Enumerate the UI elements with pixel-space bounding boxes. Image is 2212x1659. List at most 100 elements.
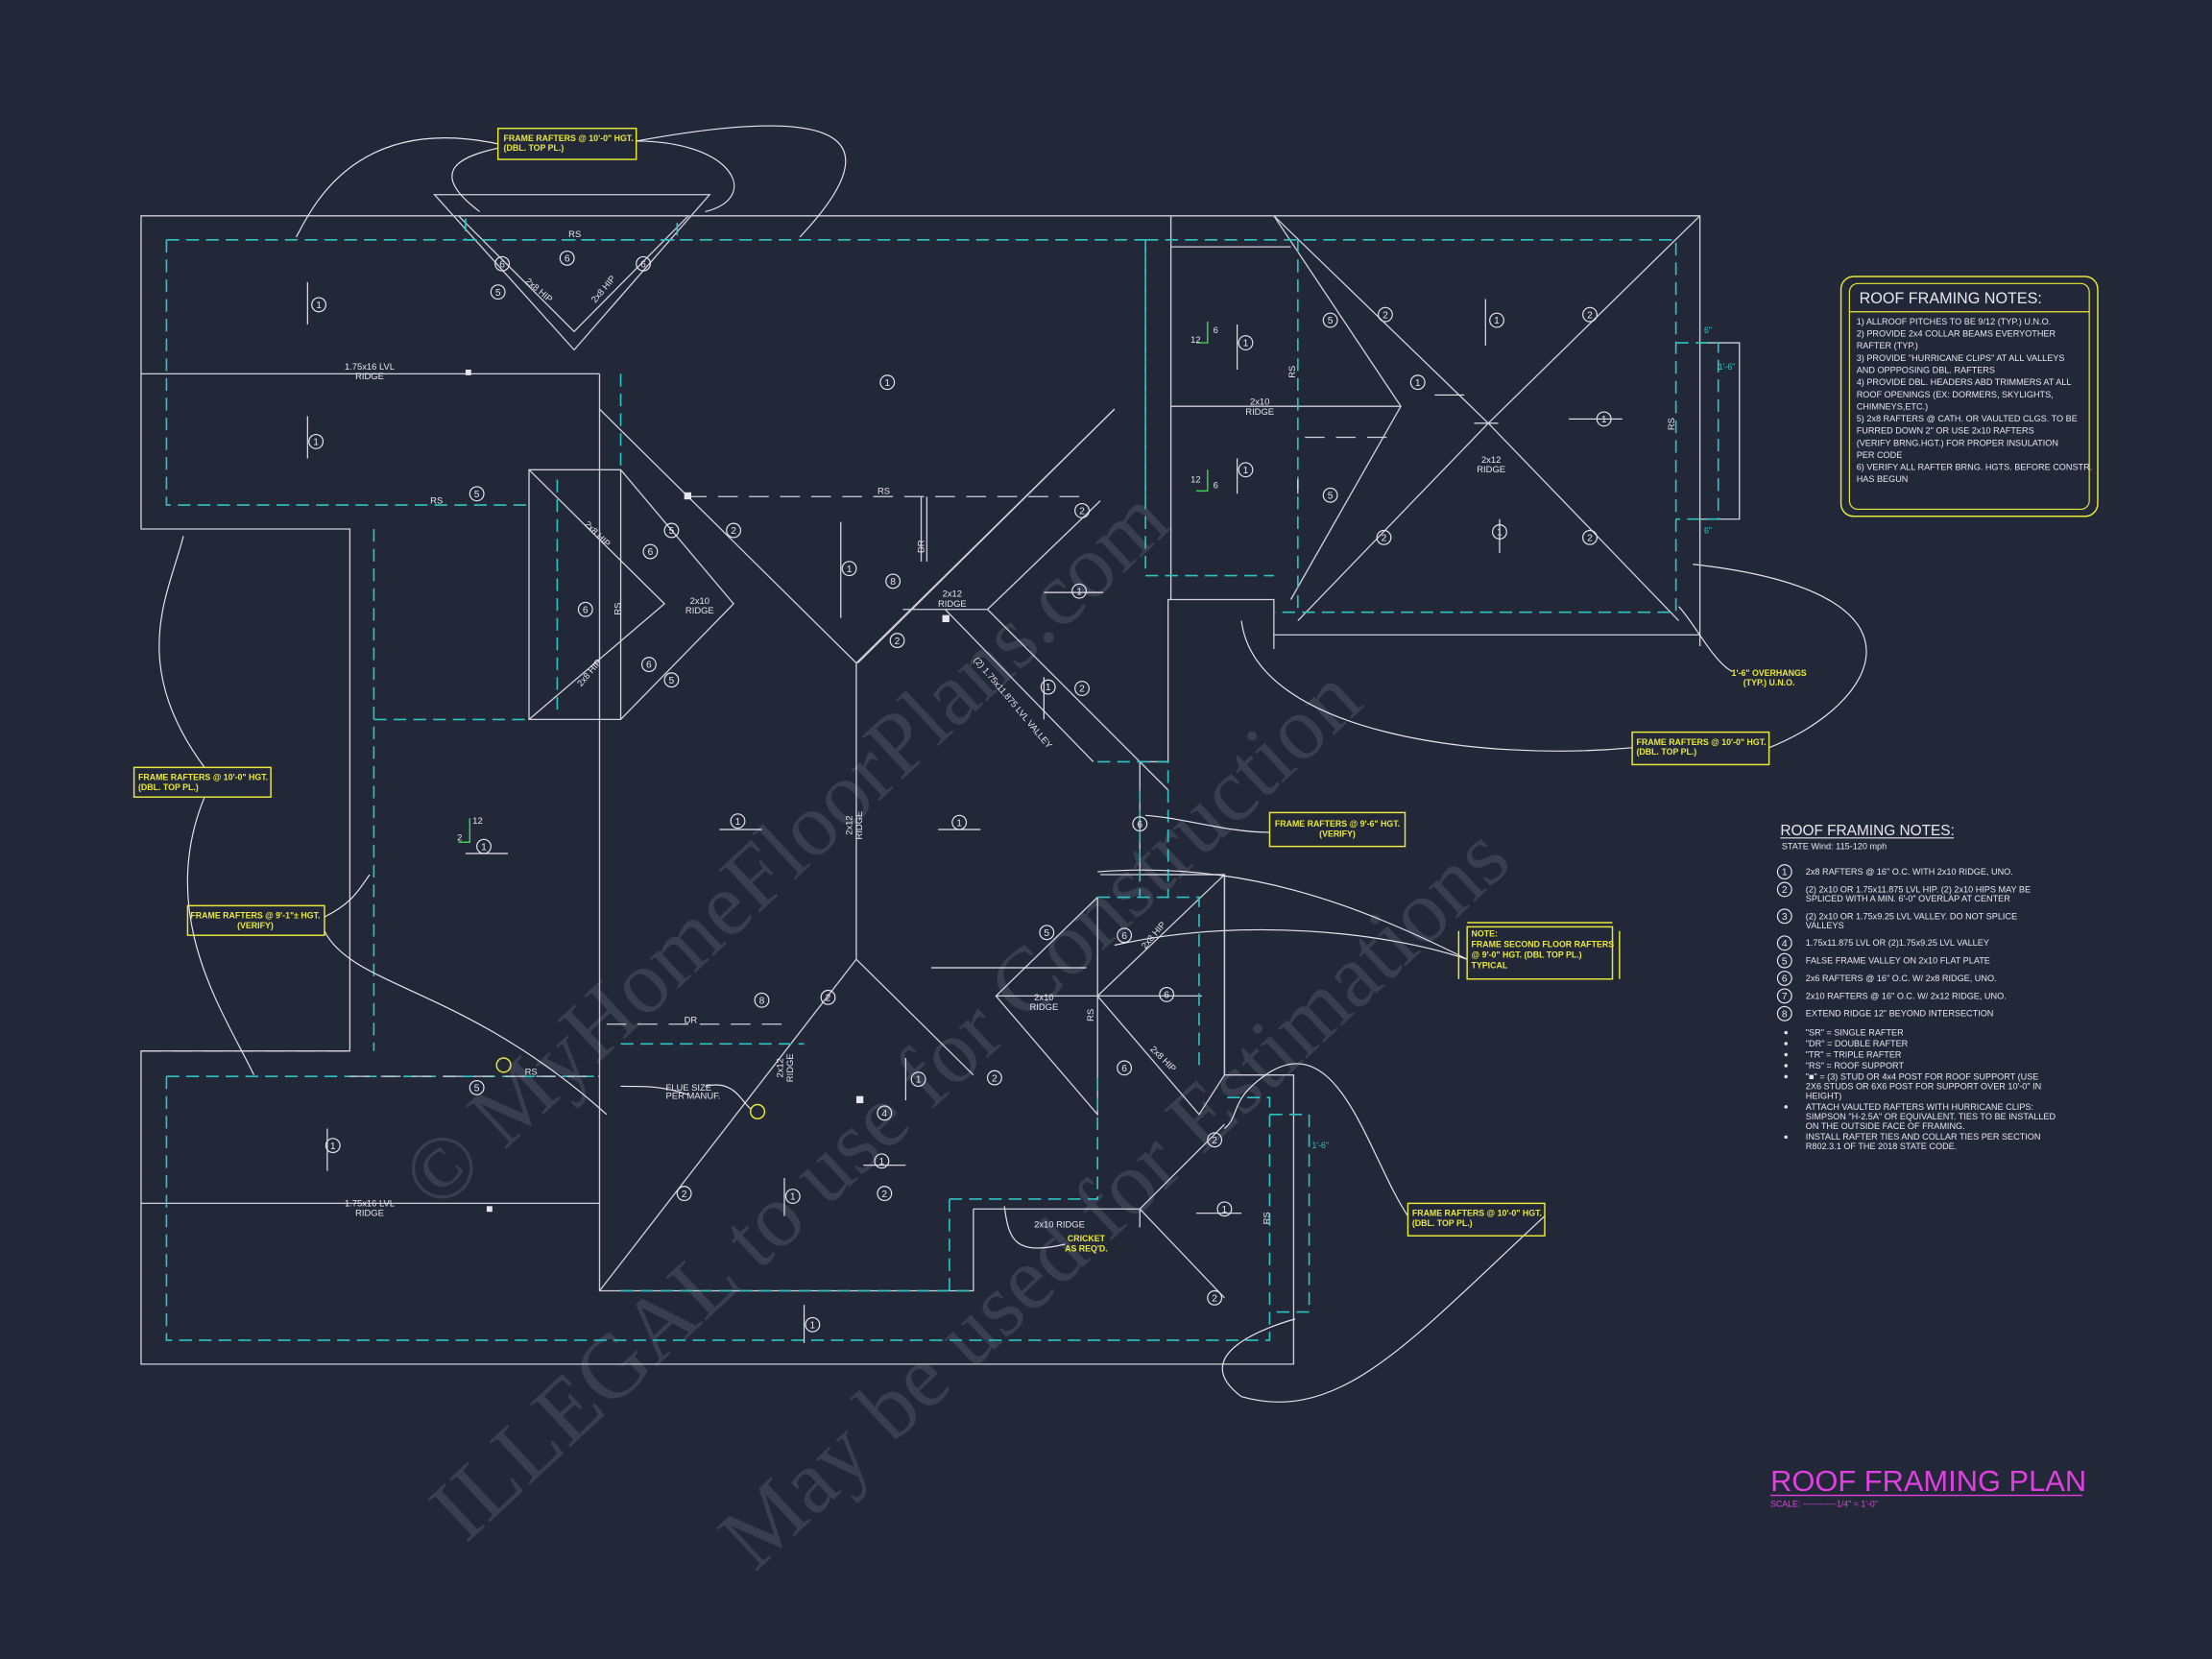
rs-label: RS xyxy=(430,495,443,506)
ridge-label: 2x12RIDGE xyxy=(775,1053,795,1082)
roof-framing-notes-panel: ROOF FRAMING NOTES: 1) ALLROOF PITCHES T… xyxy=(1839,276,2099,517)
svg-text:FRAME RAFTERS @ 10'-0" HGT.(DB: FRAME RAFTERS @ 10'-0" HGT.(DBL. TOP PL.… xyxy=(504,133,634,153)
svg-text:1: 1 xyxy=(1415,378,1421,389)
svg-text:R802.3.1 OF THE 2018 STATE COD: R802.3.1 OF THE 2018 STATE CODE. xyxy=(1806,1142,1957,1151)
callout-circle-6: 6 xyxy=(642,543,659,560)
callout-circle-2: 2 xyxy=(889,633,905,649)
callout-circle-6: 6 xyxy=(559,250,575,266)
callout-circle-5: 5 xyxy=(490,284,506,301)
svg-text:2x8 RAFTERS @ 16" O.C. WITH 2x: 2x8 RAFTERS @ 16" O.C. WITH 2x10 RIDGE, … xyxy=(1806,867,2013,877)
svg-text:1: 1 xyxy=(847,565,853,575)
svg-text:1: 1 xyxy=(1076,587,1082,597)
watermark: © MyHomeFloorPlans.com ILLEGAL to use fo… xyxy=(383,469,1527,1588)
roof-outline xyxy=(140,194,1741,1365)
callout-circle-1: 1 xyxy=(311,297,327,313)
svg-text:6: 6 xyxy=(499,259,505,270)
svg-text:1: 1 xyxy=(879,1157,885,1167)
note-line: 6) VERIFY ALL RAFTER BRNG. HGTS. BEFORE … xyxy=(1857,463,2093,472)
svg-text:1: 1 xyxy=(790,1192,796,1203)
callout-frame-rafters-10ft-right: FRAME RAFTERS @ 10'-0" HGT.(DBL. TOP PL.… xyxy=(1631,731,1770,766)
svg-text:1.75x11.875 LVL OR (2)1.75x9.2: 1.75x11.875 LVL OR (2)1.75x9.25 LVL VALL… xyxy=(1806,938,1989,948)
callout-second-floor-note: NOTE:FRAME SECOND FLOOR RAFTERS@ 9'-0" H… xyxy=(1457,922,1621,980)
svg-text:FRAME RAFTERS @ 10'-0" HGT.(DB: FRAME RAFTERS @ 10'-0" HGT.(DBL. TOP PL.… xyxy=(138,773,268,792)
callout-circle-2: 2 xyxy=(1376,529,1392,545)
svg-text:6: 6 xyxy=(640,259,646,270)
svg-text:6: 6 xyxy=(1121,931,1127,942)
hip-label: 2x8 HIP xyxy=(583,518,613,548)
legend-item-8: 8 EXTEND RIDGE 12" BEYOND INTERSECTION xyxy=(1776,1005,1994,1022)
svg-text:7: 7 xyxy=(1782,992,1788,1002)
note-line: (VERIFY BRNG.HGT.) FOR PROPER INSULATION xyxy=(1857,438,2058,447)
callout-circle-8: 8 xyxy=(885,573,902,589)
svg-text:2: 2 xyxy=(1212,1294,1217,1305)
rs-label: RS xyxy=(1666,418,1676,430)
svg-text:1: 1 xyxy=(481,842,487,853)
svg-text:NOTE:FRAME SECOND FLOOR RAFTER: NOTE:FRAME SECOND FLOOR RAFTERS@ 9'-0" H… xyxy=(1472,929,1615,971)
svg-text:4: 4 xyxy=(1782,939,1788,950)
svg-text:6: 6 xyxy=(648,547,654,558)
callout-frame-rafters-10ft-left: FRAME RAFTERS @ 10'-0" HGT.(DBL. TOP PL.… xyxy=(132,766,272,798)
svg-text:1: 1 xyxy=(313,438,319,448)
svg-text:2: 2 xyxy=(1382,310,1388,321)
callout-frame-rafters-9-6: FRAME RAFTERS @ 9'-6" HGT.(VERIFY) xyxy=(1268,811,1407,848)
svg-text:1: 1 xyxy=(810,1320,816,1331)
svg-text:2: 2 xyxy=(992,1073,998,1084)
leader-lines xyxy=(158,125,1867,1403)
note-line: AND OPPPOSING DBL. RAFTERS xyxy=(1857,366,1995,375)
note-line: 5) 2x8 RAFTERS @ CATH. OR VAULTED CLGS. … xyxy=(1857,414,2078,423)
svg-text:1: 1 xyxy=(1497,528,1503,539)
svg-text:3: 3 xyxy=(1782,912,1788,923)
roof-framing-notes-legend: ROOF FRAMING NOTES: STATE Wind: 115-120 … xyxy=(1776,823,2056,1151)
svg-text:VALLEYS: VALLEYS xyxy=(1806,921,1844,930)
svg-text:5: 5 xyxy=(1328,491,1334,501)
svg-text:SIMPSON "H-2.5A" OR EQUIVALENT: SIMPSON "H-2.5A" OR EQUIVALENT. TIES TO … xyxy=(1806,1112,2056,1121)
svg-text:12: 12 xyxy=(472,815,482,826)
svg-text:5: 5 xyxy=(495,288,501,299)
rs-label: RS xyxy=(1085,1009,1095,1022)
drawing-title: ROOF FRAMING PLAN SCALE: ------------1/4… xyxy=(1770,1464,2086,1508)
callout-circle-2: 2 xyxy=(877,1186,893,1202)
svg-text:8: 8 xyxy=(1782,1009,1788,1020)
svg-text:1: 1 xyxy=(916,1075,922,1086)
svg-text:1: 1 xyxy=(1494,316,1500,326)
svg-text:2: 2 xyxy=(881,1190,887,1200)
rs-label: RS xyxy=(1261,1212,1271,1224)
svg-text:1: 1 xyxy=(1601,415,1607,425)
legend-item-4: 4 1.75x11.875 LVL OR (2)1.75x9.25 LVL VAL… xyxy=(1776,935,1989,951)
svg-text:"SR" = SINGLE RAFTER: "SR" = SINGLE RAFTER xyxy=(1806,1028,1904,1038)
legend-item-1: 1 2x8 RAFTERS @ 16" O.C. WITH 2x10 RIDGE,… xyxy=(1776,864,2013,880)
callout-circle-2: 2 xyxy=(726,522,742,539)
svg-text:6: 6 xyxy=(1121,1064,1127,1074)
callout-circle-6: 6 xyxy=(1159,986,1175,1002)
svg-text:EXTEND RIDGE 12" BEYOND INTERS: EXTEND RIDGE 12" BEYOND INTERSECTION xyxy=(1806,1009,1994,1019)
svg-text:6: 6 xyxy=(1137,820,1142,830)
callout-circle-5: 5 xyxy=(469,1079,485,1095)
callout-circle-1: 1 xyxy=(1238,335,1254,350)
svg-text:1: 1 xyxy=(330,1142,336,1152)
svg-text:2: 2 xyxy=(1587,310,1593,321)
svg-text:FRAME RAFTERS @ 9'-6" HGT.(VER: FRAME RAFTERS @ 9'-6" HGT.(VERIFY) xyxy=(1275,819,1400,838)
pitch-symbol: 6 12 6 12 12 2 xyxy=(457,322,1218,843)
callout-circle-6: 6 xyxy=(494,255,511,272)
svg-text:12: 12 xyxy=(1190,474,1200,485)
legend-bullet: "TR" = TRIPLE RAFTER xyxy=(1784,1049,1902,1059)
svg-text:2: 2 xyxy=(895,637,901,647)
svg-text:6: 6 xyxy=(1164,991,1169,1001)
svg-text:(2) 2x10 OR 1.75x11.875 LVL HI: (2) 2x10 OR 1.75x11.875 LVL HIP. (2) 2x1… xyxy=(1806,884,2031,894)
svg-text:6: 6 xyxy=(1214,479,1218,490)
svg-text:1: 1 xyxy=(1782,868,1788,878)
svg-text:8: 8 xyxy=(759,996,765,1006)
callout-circle-2: 2 xyxy=(676,1186,692,1202)
post-marker xyxy=(465,369,471,375)
callout-circle-6: 6 xyxy=(636,255,651,272)
svg-text:2: 2 xyxy=(826,994,831,1004)
callout-circle-1: 1 xyxy=(874,1153,890,1169)
svg-text:SPLICED WITH A MIN. 6'-0" OVER: SPLICED WITH A MIN. 6'-0" OVERLAP AT CEN… xyxy=(1806,894,2010,903)
callout-circle-2: 2 xyxy=(986,1070,1002,1086)
